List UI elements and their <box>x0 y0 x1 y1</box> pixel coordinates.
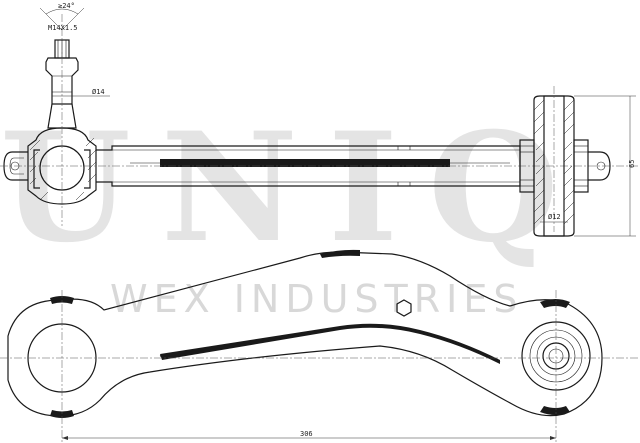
housing-hatch <box>29 137 97 201</box>
bushing-sleeve <box>533 95 575 237</box>
center-distance-dimension: 306 <box>300 430 313 438</box>
ball-joint-view: ≥24° M14X1.5 Ø14 <box>3 2 110 226</box>
thread-dimension: M14X1.5 <box>48 24 78 32</box>
stud-diameter-dimension: Ø14 <box>92 88 105 96</box>
watermark-brand: UNIQ <box>0 100 589 276</box>
arm-side-view: 306 <box>0 249 640 443</box>
angle-dimension: ≥24° <box>58 2 75 10</box>
rod-web <box>160 159 450 167</box>
bushing-width-dimension: 65 <box>628 160 636 168</box>
arm-outline <box>7 251 603 417</box>
watermark-company: WEX INDUSTRIES <box>110 277 523 321</box>
ball-housing <box>27 127 97 205</box>
hex-bolt-marker <box>396 299 412 317</box>
watermark: UNIQ WEX INDUSTRIES <box>0 100 589 321</box>
bushing-view: 65 Ø12 <box>519 86 636 237</box>
bushing-hatch <box>533 99 575 225</box>
bushing-bore-dimension: Ø12 <box>548 213 561 221</box>
right-clip <box>588 151 611 181</box>
